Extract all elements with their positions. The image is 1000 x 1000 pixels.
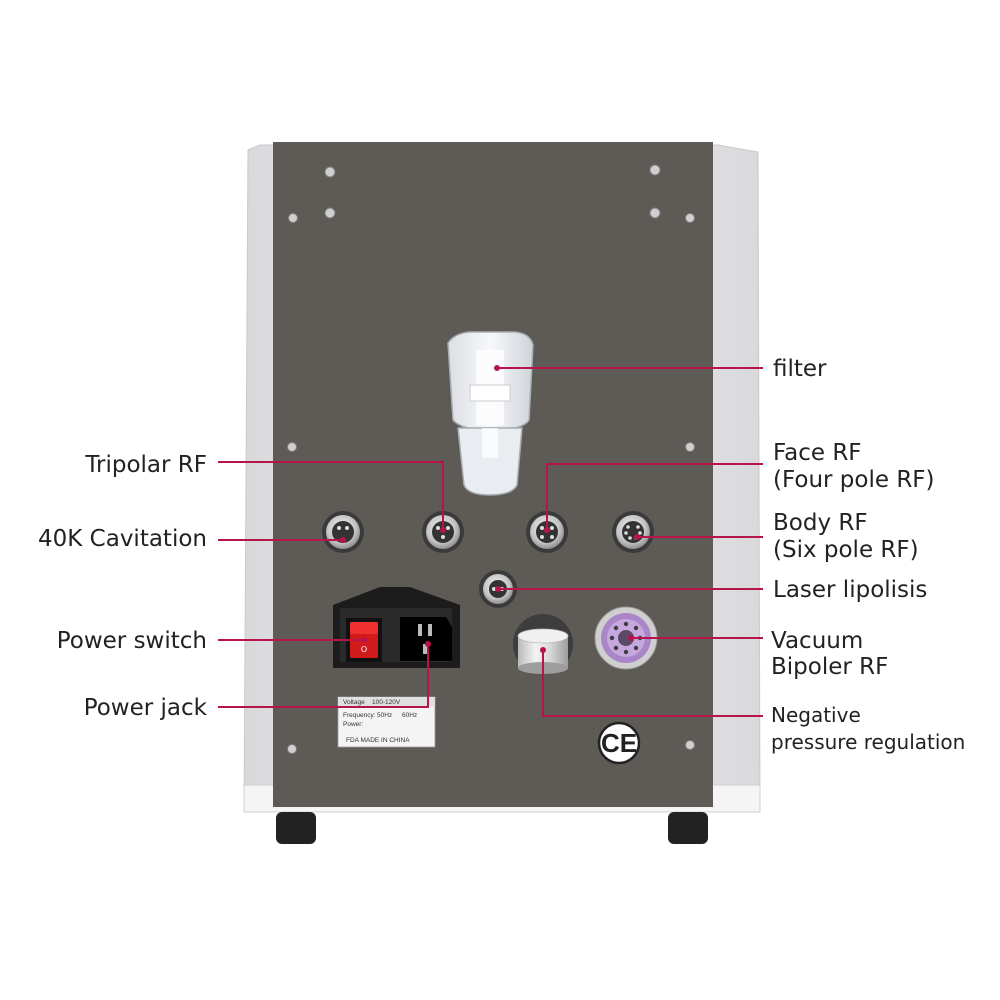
- cavitation-40k-connector[interactable]: [322, 511, 364, 553]
- label-face-rf-line2: (Four pole RF): [773, 467, 935, 493]
- screw: [324, 207, 336, 219]
- callout-labels: filter Tripolar RF 40K Cavitation Face R…: [38, 356, 965, 754]
- leader-tripolar-rf: [218, 461, 444, 530]
- screw: [324, 166, 336, 178]
- label-body-rf-line1: Body RF: [773, 510, 868, 536]
- label-power-jack: Power jack: [84, 695, 208, 721]
- plate-frequency-value-2: 60Hz: [402, 712, 417, 719]
- vacuum-bipoler-rf-connector[interactable]: [594, 606, 658, 670]
- label-filter: filter: [773, 356, 827, 382]
- plate-voltage-value: 100-120V: [372, 699, 401, 706]
- leader-negative-pressure: [542, 650, 763, 717]
- leader-power-jack: [218, 644, 429, 708]
- leader-end-dots: [340, 365, 640, 653]
- filter-component: [447, 331, 534, 496]
- label-body-rf-line2: (Six pole RF): [773, 537, 919, 563]
- screw: [685, 740, 695, 750]
- label-vacuum-line2: Bipoler RF: [771, 654, 888, 680]
- power-jack[interactable]: [400, 617, 452, 661]
- label-tripolar-rf: Tripolar RF: [84, 452, 207, 478]
- screw: [287, 744, 297, 754]
- plate-power-label: Power:: [343, 721, 363, 728]
- screw: [288, 213, 298, 223]
- screw: [685, 213, 695, 223]
- plate-frequency-label: Frequency:: [343, 712, 376, 719]
- label-vacuum-line1: Vacuum: [771, 628, 863, 654]
- right-foot: [668, 812, 708, 844]
- plate-footer: FDA MADE IN CHINA: [346, 737, 410, 744]
- left-foot: [276, 812, 316, 844]
- power-switch-glyph: O: [361, 645, 367, 654]
- screw: [287, 442, 297, 452]
- label-face-rf-line1: Face RF: [773, 440, 862, 466]
- panel-screws: [287, 164, 695, 754]
- leader-face-rf: [546, 463, 763, 530]
- leader-lines: [218, 367, 763, 717]
- plate-voltage-label: Voltage: [343, 699, 365, 706]
- rating-plate: Voltage 100-120V Frequency: 50Hz 60Hz Po…: [337, 696, 436, 748]
- body-rf-connector[interactable]: [612, 511, 654, 553]
- label-negative-line2: pressure regulation: [771, 730, 965, 754]
- label-power-switch: Power switch: [57, 628, 207, 654]
- label-negative-line1: Negative: [771, 703, 861, 727]
- screw: [649, 164, 661, 176]
- screw: [649, 207, 661, 219]
- power-module: O: [333, 587, 460, 668]
- ce-mark-text: CE: [601, 728, 637, 758]
- screw: [685, 442, 695, 452]
- label-cavitation-40k: 40K Cavitation: [38, 526, 207, 552]
- ce-mark: CE: [597, 721, 641, 765]
- label-laser-lipolisis: Laser lipolisis: [773, 577, 927, 603]
- plate-frequency-value: 50Hz: [377, 712, 392, 719]
